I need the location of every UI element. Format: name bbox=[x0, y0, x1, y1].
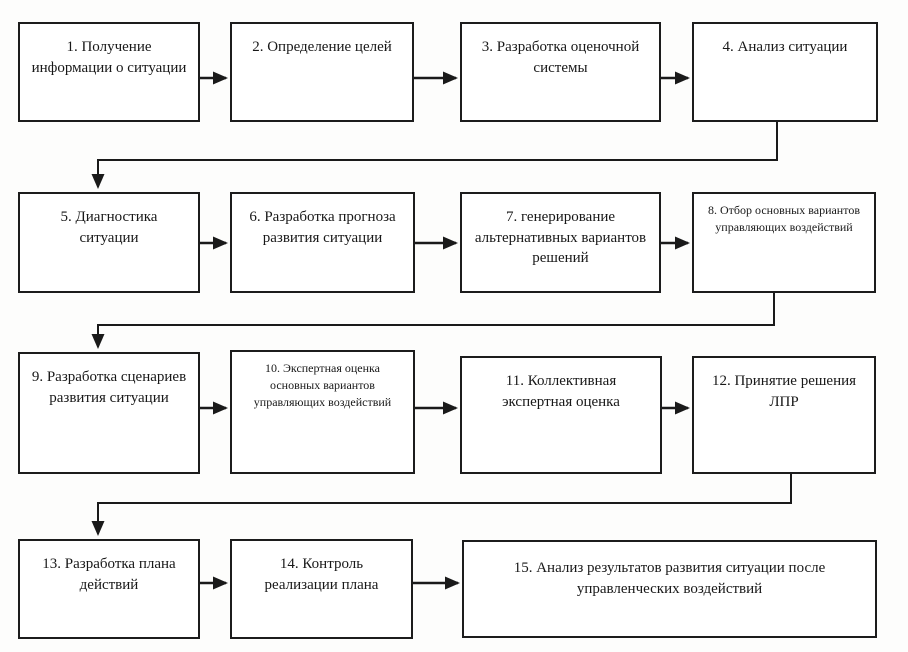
flow-step-11: 11. Коллективная экспертная оценка bbox=[460, 356, 662, 474]
flow-step-6: 6. Разработка прогноза развития ситуации bbox=[230, 192, 415, 293]
flow-step-12: 12. Принятие решения ЛПР bbox=[692, 356, 876, 474]
flow-step-9: 9. Разработка сценариев развития ситуаци… bbox=[18, 352, 200, 474]
flow-step-10: 10. Экспертная оценка основных вариантов… bbox=[230, 350, 415, 474]
flow-step-1: 1. Получение информации о ситуации bbox=[18, 22, 200, 122]
flow-step-4: 4. Анализ ситуации bbox=[692, 22, 878, 122]
flow-step-8: 8. Отбор основных вариантов управляющих … bbox=[692, 192, 876, 293]
flow-step-13: 13. Разработка плана действий bbox=[18, 539, 200, 639]
flow-step-3: 3. Разработка оценочной системы bbox=[460, 22, 661, 122]
arrow-step4-to-step5 bbox=[91, 122, 778, 189]
flow-step-2: 2. Определение целей bbox=[230, 22, 414, 122]
flow-step-5: 5. Диагностика ситуации bbox=[18, 192, 200, 293]
arrow-step12-to-step13 bbox=[91, 474, 792, 536]
flow-step-14: 14. Контроль реализации плана bbox=[230, 539, 413, 639]
flow-step-15: 15. Анализ результатов развития ситуации… bbox=[462, 540, 877, 638]
arrow-step8-to-step9 bbox=[91, 293, 775, 349]
flow-step-7: 7. генерирование альтернативных варианто… bbox=[460, 192, 661, 293]
